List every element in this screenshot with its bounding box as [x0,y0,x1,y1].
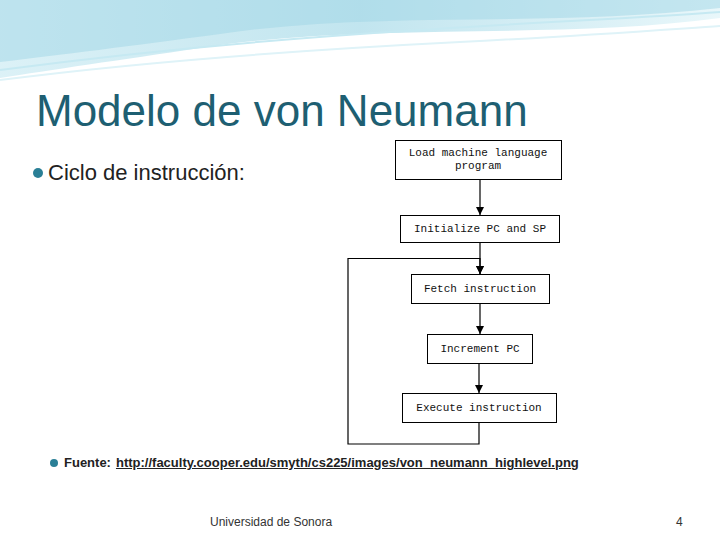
process-box: Increment PC [427,334,533,364]
process-box: Load machine language program [395,140,562,180]
page-number: 4 [676,515,683,529]
slide-title: Modelo de von Neumann [36,86,528,136]
wave-line [0,26,720,80]
source-line: Fuente: http://faculty.cooper.edu/smyth/c… [64,455,579,470]
box-text: Fetch instruction [424,283,536,296]
flow-arrow [479,304,480,334]
process-box: Initialize PC and SP [400,215,560,243]
box-text: Increment PC [440,343,519,356]
source-label: Fuente: [64,455,111,470]
box-text: Initialize PC and SP [414,223,546,236]
box-text: Execute instruction [416,402,541,415]
top-band [0,0,720,78]
flow-arrow [478,364,479,393]
wave-line [0,12,720,70]
bullet-text: Ciclo de instrucción: [48,160,245,186]
bullet [33,168,43,178]
bullet [50,459,58,467]
footer-text: Universidad de Sonora [210,515,332,529]
process-box: Execute instruction [402,393,557,423]
source-url: http://faculty.cooper.edu/smyth/cs225/im… [116,455,579,470]
top-band [0,0,720,62]
flow-arrow [479,180,480,215]
process-box: Fetch instruction [411,274,550,304]
box-text: Load machine language program [402,147,555,172]
